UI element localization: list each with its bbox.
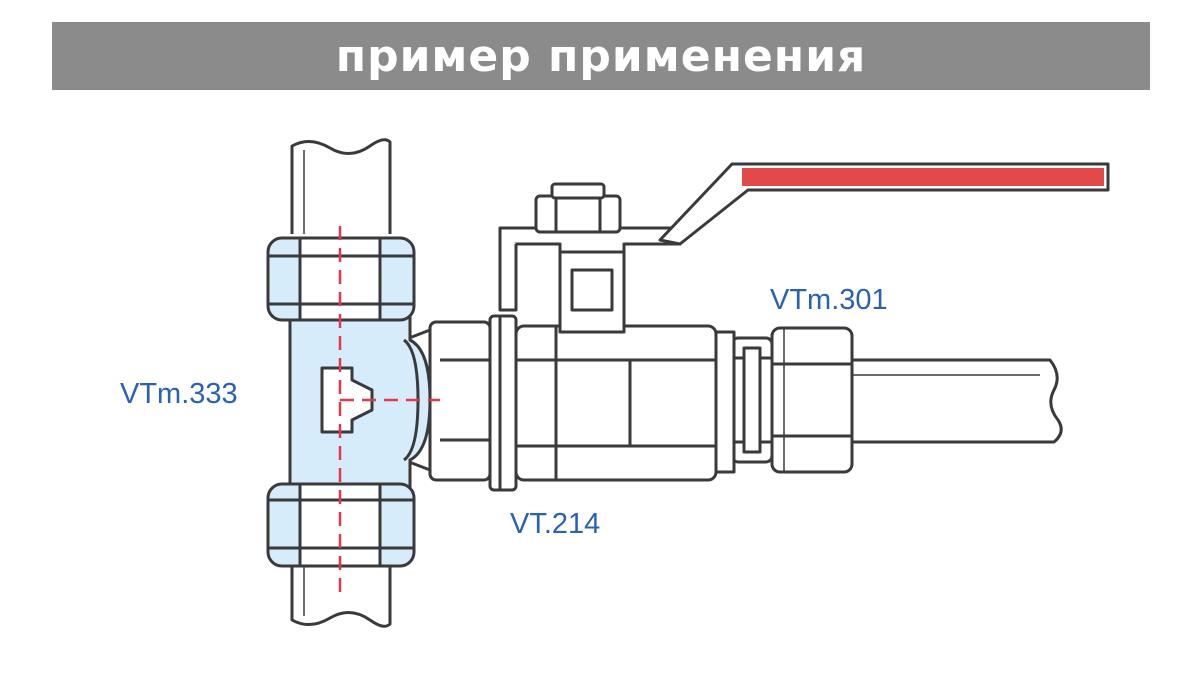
section-title: пример применения [335, 30, 867, 82]
compression-fitting-vtm301 [730, 326, 854, 474]
section-title-banner: пример применения [52, 22, 1150, 90]
valve-handle [658, 162, 1110, 246]
center-lines [338, 226, 440, 600]
upper-pipe [290, 138, 392, 234]
tee-fitting-vtm333 [266, 236, 432, 568]
right-pipe [848, 358, 1063, 444]
label-tee-vtm333: VTm.333 [120, 378, 238, 410]
label-valve-vt214: VT.214 [510, 508, 601, 540]
label-fitting-vtm301: VTm.301 [770, 284, 888, 316]
ball-valve-vt214 [428, 182, 736, 492]
lower-pipe [290, 566, 392, 628]
